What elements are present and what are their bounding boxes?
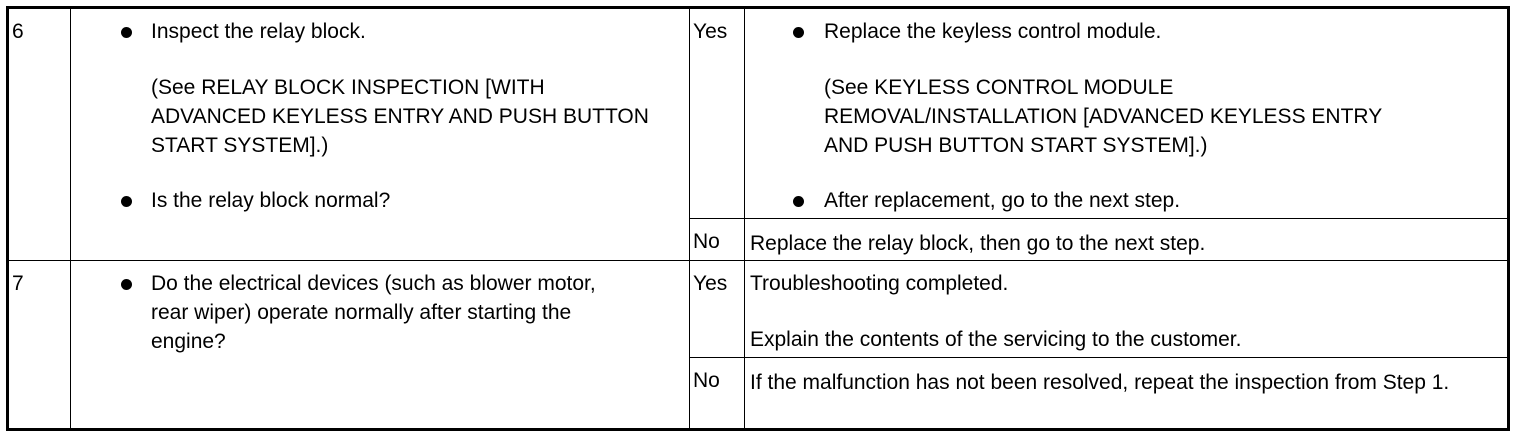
step-6-yes-row: 6 Inspect the relay block. (See RELAY BL…: [7, 6, 1509, 262]
question-bullet-list: Inspect the relay block.: [71, 17, 689, 46]
step-6-yes-result: Replace the keyless control module. (See…: [744, 7, 1509, 219]
bullet-icon: [793, 27, 804, 38]
reference-text: (See KEYLESS CONTROL MODULE REMOVAL/INST…: [824, 76, 1382, 157]
list-item: Inspect the relay block.: [71, 17, 689, 46]
result-text: Replace the keyless control module.: [824, 20, 1162, 43]
result-text: Explain the contents of the servicing to…: [750, 328, 1242, 352]
bullet-icon: [121, 279, 132, 291]
bullet-icon: [121, 196, 132, 207]
step-6-no-row: No Replace the relay block, then go to t…: [8, 217, 1509, 262]
reference-text: (See RELAY BLOCK INSPECTION [WITH ADVANC…: [151, 76, 649, 157]
result-text: If the malfunction has not been resolved…: [744, 356, 1509, 431]
step-7-question-cell: Do the electrical devices (such as blowe…: [70, 260, 690, 430]
result-text: Replace the relay block, then go to the …: [744, 217, 1509, 262]
step-7-yes-row: 7 Do the electrical devices (such as blo…: [7, 260, 1509, 430]
answer-yes-label: Yes: [689, 260, 745, 358]
list-item: Replace the keyless control module.: [745, 17, 1503, 46]
result-text: After replacement, go to the next step.: [824, 189, 1181, 212]
step-6-question-cell: Inspect the relay block. (See RELAY BLOC…: [70, 6, 690, 262]
result-bullet-list: After replacement, go to the next step.: [745, 186, 1503, 215]
list-item: After replacement, go to the next step.: [745, 186, 1503, 215]
answer-no-label: No: [689, 217, 745, 262]
troubleshooting-table: 6 Inspect the relay block. (See RELAY BL…: [6, 6, 1510, 431]
question-bullet-list: Do the electrical devices (such as blowe…: [71, 269, 689, 356]
bullet-icon: [121, 27, 132, 38]
answer-no-label: No: [689, 356, 745, 431]
step-number: 6: [7, 6, 71, 262]
step-number: 7: [7, 260, 71, 430]
step-7-yes-result: Troubleshooting completed. Explain the c…: [744, 260, 1509, 358]
bullet-icon: [793, 196, 804, 207]
list-item: Is the relay block normal?: [71, 186, 689, 215]
question-text: Inspect the relay block.: [151, 20, 366, 43]
question-bullet-list: Is the relay block normal?: [71, 186, 689, 215]
result-text: Troubleshooting completed.: [750, 272, 1009, 296]
question-text: Is the relay block normal?: [151, 189, 391, 212]
question-text: Do the electrical devices (such as blowe…: [151, 272, 596, 354]
step-7-no-row: No If the malfunction has not been resol…: [8, 356, 1509, 431]
answer-yes-label: Yes: [689, 7, 745, 219]
list-item: Do the electrical devices (such as blowe…: [71, 269, 621, 356]
result-bullet-list: Replace the keyless control module.: [745, 17, 1503, 46]
